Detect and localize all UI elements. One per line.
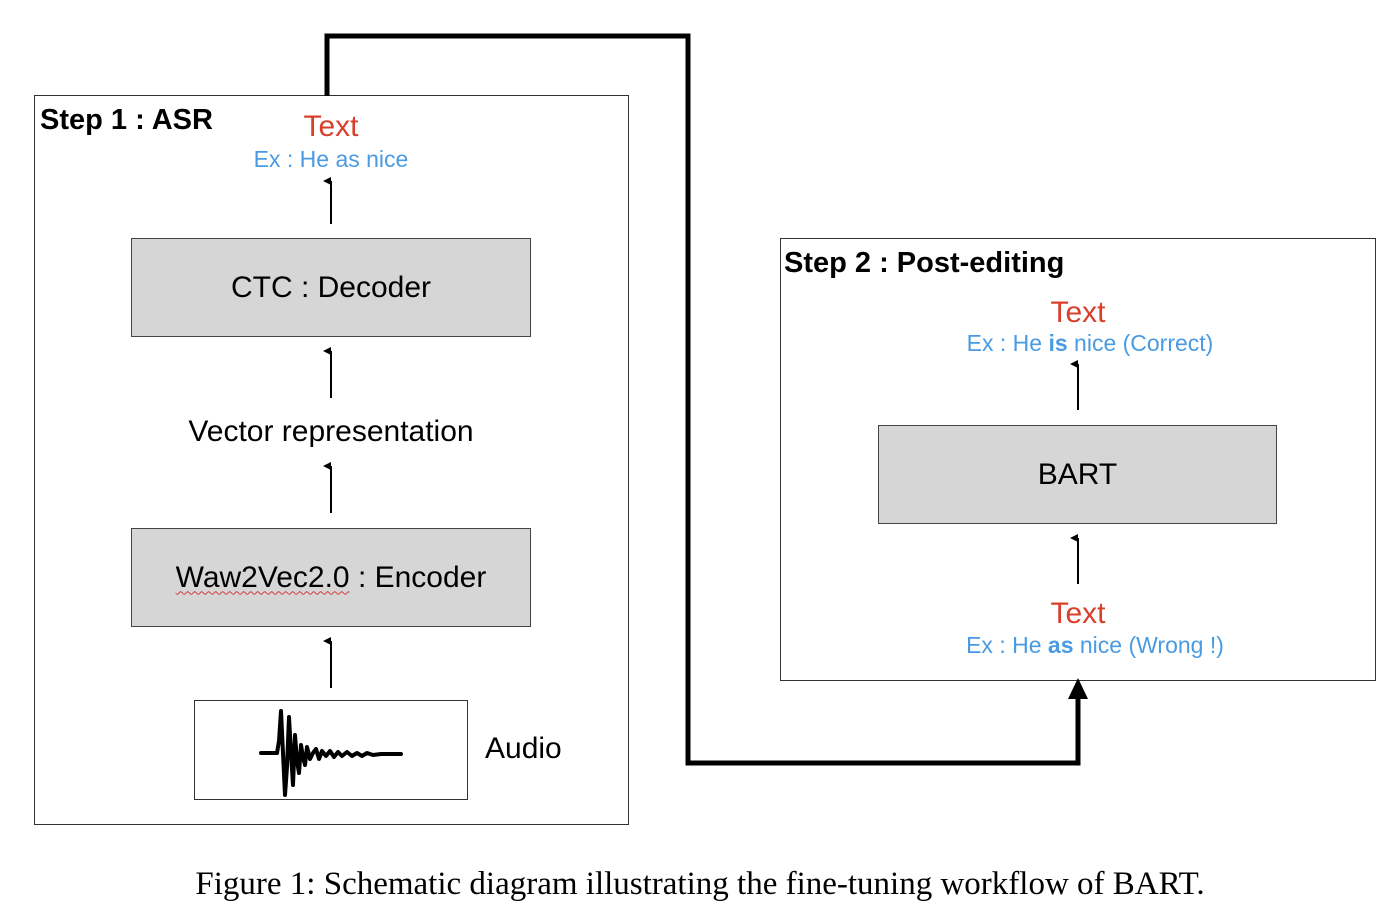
step2-input-example-prefix: Ex : He: [966, 632, 1048, 658]
step2-input-example: Ex : He as nice (Wrong !): [966, 632, 1224, 659]
step2-output-example-bold: is: [1048, 330, 1068, 356]
step2-output-example-suffix: nice (Correct): [1067, 330, 1214, 356]
step2-output-text: Text: [1050, 296, 1106, 329]
encoder-label: Waw2Vec2.0 : Encoder: [176, 561, 487, 595]
ctc-decoder-label: CTC : Decoder: [230, 270, 432, 304]
encoder-name: Waw2Vec2.0: [175, 560, 350, 594]
audio-waveform-icon: [259, 709, 403, 797]
connector-arrowhead: [1068, 678, 1088, 699]
step2-output-example-prefix: Ex : He: [966, 330, 1049, 356]
step1-title: Step 1 : ASR: [40, 104, 213, 136]
step1-output-text: Text: [303, 110, 359, 143]
step2-output-example: Ex : He is nice (Correct): [967, 330, 1214, 357]
bart-label: BART: [1037, 457, 1118, 491]
figure-caption: Figure 1: Schematic diagram illustrating…: [195, 866, 1205, 902]
ctc-decoder-box: CTC : Decoder: [131, 238, 531, 337]
audio-waveform-box: [194, 700, 468, 800]
step2-input-text: Text: [1050, 597, 1106, 630]
vector-representation-label: Vector representation: [188, 415, 474, 448]
bart-box: BART: [878, 425, 1277, 524]
step2-input-example-suffix: nice (Wrong !): [1073, 632, 1224, 658]
wav2vec-encoder-box: Waw2Vec2.0 : Encoder: [131, 528, 531, 627]
audio-label: Audio: [485, 732, 562, 765]
step1-output-example: Ex : He as nice: [253, 146, 409, 172]
encoder-suffix: : Encoder: [349, 560, 487, 594]
step2-input-example-bold: as: [1047, 632, 1074, 658]
step2-title: Step 2 : Post-editing: [784, 247, 1065, 279]
